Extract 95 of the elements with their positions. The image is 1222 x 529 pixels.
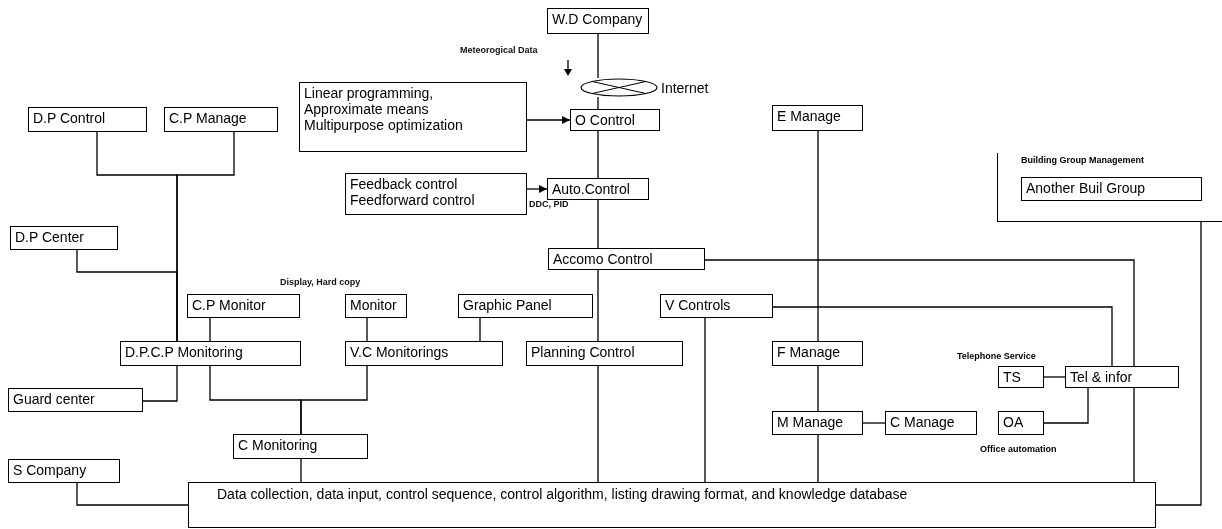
connector-line: [300, 365, 368, 435]
process-box: [998, 411, 1044, 435]
connector-line: [526, 116, 571, 124]
connector-line: [76, 482, 189, 506]
box-label: Feedback control: [350, 176, 459, 192]
connector-line: [76, 249, 178, 342]
node-caption: Office automation: [980, 444, 1057, 454]
box-label: Accomo Control: [553, 251, 654, 267]
group-frame: [997, 153, 1222, 222]
box-label: C.P Monitor: [192, 297, 267, 313]
process-box: [772, 341, 863, 366]
box-label: Auto.Control: [552, 181, 631, 197]
connector-line: [597, 130, 599, 179]
process-box: [345, 341, 503, 366]
box-label: Graphic Panel: [463, 297, 553, 313]
box-label: Tel & infor: [1070, 369, 1134, 385]
process-box: [233, 434, 368, 459]
connector-line: [526, 185, 548, 193]
connector-line: [597, 33, 599, 79]
connector-line: [817, 434, 819, 483]
connector-line: [479, 317, 481, 342]
process-box: [187, 294, 300, 318]
box-label: V.C Monitorings: [350, 344, 450, 360]
process-box: [120, 341, 301, 366]
box-label: Another Buil Group: [1026, 180, 1147, 196]
box-label: C Manage: [890, 414, 956, 430]
connector-line: [1043, 387, 1089, 424]
process-box: [570, 109, 660, 131]
process-box: [772, 411, 863, 435]
process-box: [885, 411, 977, 435]
process-box: [1065, 366, 1179, 388]
connector-line: [300, 458, 302, 483]
node-caption: Internet: [661, 80, 709, 96]
box-label: E Manage: [777, 108, 842, 124]
crossed-ellipse: [580, 78, 658, 97]
box-label: F Manage: [777, 344, 842, 360]
process-box: [345, 294, 407, 318]
process-box: [526, 341, 683, 366]
box-label: TS: [1003, 369, 1022, 385]
connector-line: [1133, 387, 1135, 483]
process-box: [1021, 177, 1202, 201]
box-label: C Monitoring: [238, 437, 319, 453]
box-label: W.D Company: [552, 11, 644, 27]
box-label: D.P Center: [15, 229, 85, 245]
process-box: [772, 105, 863, 131]
connector-line: [817, 130, 819, 342]
connector-line: [862, 422, 886, 424]
box-label: S Company: [13, 462, 88, 478]
process-box: [164, 107, 278, 132]
connector-line: [704, 259, 1135, 367]
box-label: D.P.C.P Monitoring: [125, 344, 244, 360]
process-box: [547, 178, 649, 200]
box-label: Feedforward control: [350, 192, 476, 208]
box-label: Linear programming,: [304, 85, 435, 101]
annotation: Display, Hard copy: [280, 277, 361, 287]
connector-line: [772, 306, 1113, 367]
box-label: Data collection, data input, control sequence, control algorithm, listing drawing format, and knowledge database: [216, 485, 909, 502]
process-box: [458, 294, 593, 318]
box-label: O Control: [575, 112, 636, 128]
process-box: [8, 459, 120, 483]
connector-line: [597, 269, 599, 342]
annotation: Meteorogical Data: [460, 45, 538, 55]
connector-line: [1155, 221, 1202, 506]
group-heading: Building Group Management: [1020, 154, 1145, 167]
node-caption: Telephone Service: [957, 351, 1036, 361]
box-label: V Controls: [665, 297, 732, 313]
connector-line: [366, 317, 368, 342]
process-box: [10, 226, 118, 250]
connector-line: [597, 199, 599, 249]
connector-line: [1043, 376, 1066, 378]
connector-line: [209, 317, 211, 342]
process-box: [8, 388, 143, 412]
process-box: [188, 482, 1156, 528]
connector-line: [597, 365, 599, 483]
box-label: C.P Manage: [169, 110, 248, 126]
connector-line: [817, 365, 819, 412]
box-label: OA: [1003, 414, 1025, 430]
box-label: Planning Control: [531, 344, 636, 360]
box-label: Approximate means: [304, 101, 430, 117]
box-label: Multipurpose optimization: [304, 117, 464, 133]
process-box: [660, 294, 773, 318]
process-box: [28, 107, 147, 132]
box-label: D.P Control: [33, 110, 107, 126]
box-label: Monitor: [350, 297, 398, 313]
connector-line: [142, 365, 178, 402]
connector-line: [597, 96, 599, 110]
box-label: M Manage: [777, 414, 845, 430]
box-label: Guard center: [13, 391, 96, 407]
process-box: [998, 366, 1044, 388]
connector-line: [704, 317, 706, 483]
annotation: DDC, PID: [529, 199, 569, 209]
process-box: [299, 82, 527, 152]
process-box: [345, 173, 527, 215]
process-box: [548, 248, 705, 270]
process-box: [547, 8, 649, 34]
